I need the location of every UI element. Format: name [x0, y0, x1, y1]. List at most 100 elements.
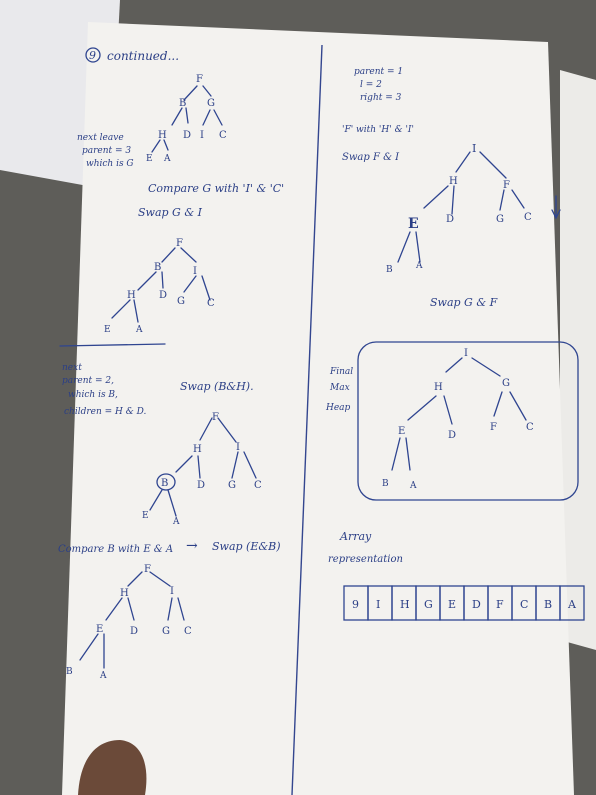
note-p2-2: parent = 2, [62, 376, 114, 386]
node-H: H [449, 176, 458, 187]
final-heap-box [357, 341, 579, 501]
tree-6: I H G E D F C B A [382, 348, 534, 491]
node-C: C [207, 298, 215, 309]
array-cell-value: H [400, 598, 410, 611]
array-cell-value: E [448, 598, 456, 611]
node-G: G [207, 98, 215, 109]
final-label-1: Final [329, 367, 353, 377]
notebook-page [62, 22, 574, 795]
node-I: I [193, 266, 197, 277]
note-p2-3: which is B, [68, 390, 118, 400]
node-A: A [99, 671, 107, 681]
tree-2: F B I H D G C E A [104, 238, 215, 335]
node-H: H [158, 130, 167, 141]
final-label-3: Heap [325, 403, 351, 413]
node-I: I [472, 142, 476, 155]
node-C: C [254, 480, 262, 491]
tree-1: F B G H D I C E A [146, 74, 227, 164]
node-D: D [197, 480, 205, 491]
node-I: I [464, 348, 468, 359]
node-D: D [183, 130, 191, 141]
node-C: C [526, 422, 534, 433]
node-A: A [415, 261, 423, 271]
node-G: G [228, 480, 236, 491]
node-I: I [200, 130, 204, 141]
swap-eb: Swap (E&B) [212, 540, 281, 553]
node-F: F [503, 180, 510, 191]
header-text: continued... [107, 49, 179, 63]
array-cell-value: B [544, 598, 552, 611]
array-cell-value: I [376, 598, 380, 611]
tree-5: I H F E D G C B A [386, 142, 561, 275]
array-cell-value: F [496, 598, 504, 611]
swap-1: Swap G & I [138, 206, 203, 219]
note-next-3: which is G [86, 159, 134, 169]
node-G: G [502, 378, 510, 389]
node-B: B [382, 479, 389, 489]
tree-4: F H I E D G C B A [66, 564, 192, 681]
node-F: F [176, 238, 183, 249]
node-E: E [146, 154, 153, 164]
parent-info-2: l = 2 [360, 80, 382, 90]
array-cell-value: D [472, 598, 481, 611]
problem-number-circle [85, 47, 101, 63]
node-E: E [398, 426, 405, 437]
swap-bh: Swap (B&H). [180, 380, 254, 393]
node-G: G [177, 296, 185, 307]
node-H: H [434, 382, 443, 393]
final-label-2: Max [329, 383, 350, 393]
node-H: H [120, 588, 129, 599]
note-p2-4: children = H & D. [64, 407, 147, 417]
tree-3: F H I B D G C E A [142, 412, 262, 527]
node-F: F [490, 422, 497, 433]
node-A: A [409, 481, 417, 491]
array-cell-value: G [424, 598, 433, 611]
arrow-symbol: → [186, 538, 198, 554]
compare-2: Compare B with E & A [58, 544, 173, 555]
array-cell-value: A [567, 598, 577, 611]
swap-gf: Swap G & F [430, 296, 498, 309]
node-C: C [184, 626, 192, 637]
node-E: E [408, 216, 419, 232]
node-C: C [524, 212, 532, 223]
array-cell-value: C [520, 598, 528, 611]
array-cell-value: 9 [352, 598, 359, 611]
node-D: D [446, 214, 454, 225]
node-B: B [154, 262, 161, 273]
node-G: G [162, 626, 170, 637]
section-rule [59, 343, 166, 347]
array-representation: 9 I H G E D F C B A [343, 585, 585, 621]
node-H: H [193, 444, 202, 455]
node-F: F [196, 74, 203, 85]
node-D: D [130, 626, 138, 637]
note-p2-1: next [62, 363, 82, 373]
node-F: F [144, 564, 151, 575]
array-cell [559, 585, 585, 621]
array-label-2: representation [328, 554, 403, 565]
node-H: H [127, 290, 136, 301]
array-label-1: Array [339, 530, 372, 543]
node-D: D [448, 430, 456, 441]
node-E: E [96, 624, 103, 635]
problem-number: 9 [89, 49, 96, 62]
node-G: G [496, 214, 504, 225]
column-divider [291, 44, 323, 795]
parent-info-3: right = 3 [360, 93, 402, 103]
highlight-circle [156, 473, 176, 491]
parent-info-1: parent = 1 [354, 67, 403, 77]
node-B: B [179, 98, 186, 109]
node-A: A [135, 325, 143, 335]
note-next-1: next leave [77, 133, 124, 143]
f-with-text: 'F' with 'H' & 'I' [342, 125, 414, 135]
node-I: I [170, 586, 174, 597]
node-D: D [159, 290, 167, 301]
node-B: B [66, 667, 73, 677]
node-B: B [386, 265, 393, 275]
swap-fi: Swap F & I [342, 152, 400, 163]
note-next-2: parent = 3 [82, 146, 131, 156]
finger [78, 740, 147, 795]
node-E: E [142, 511, 149, 521]
compare-1: Compare G with 'I' & 'C' [148, 182, 284, 195]
node-I: I [236, 442, 240, 453]
